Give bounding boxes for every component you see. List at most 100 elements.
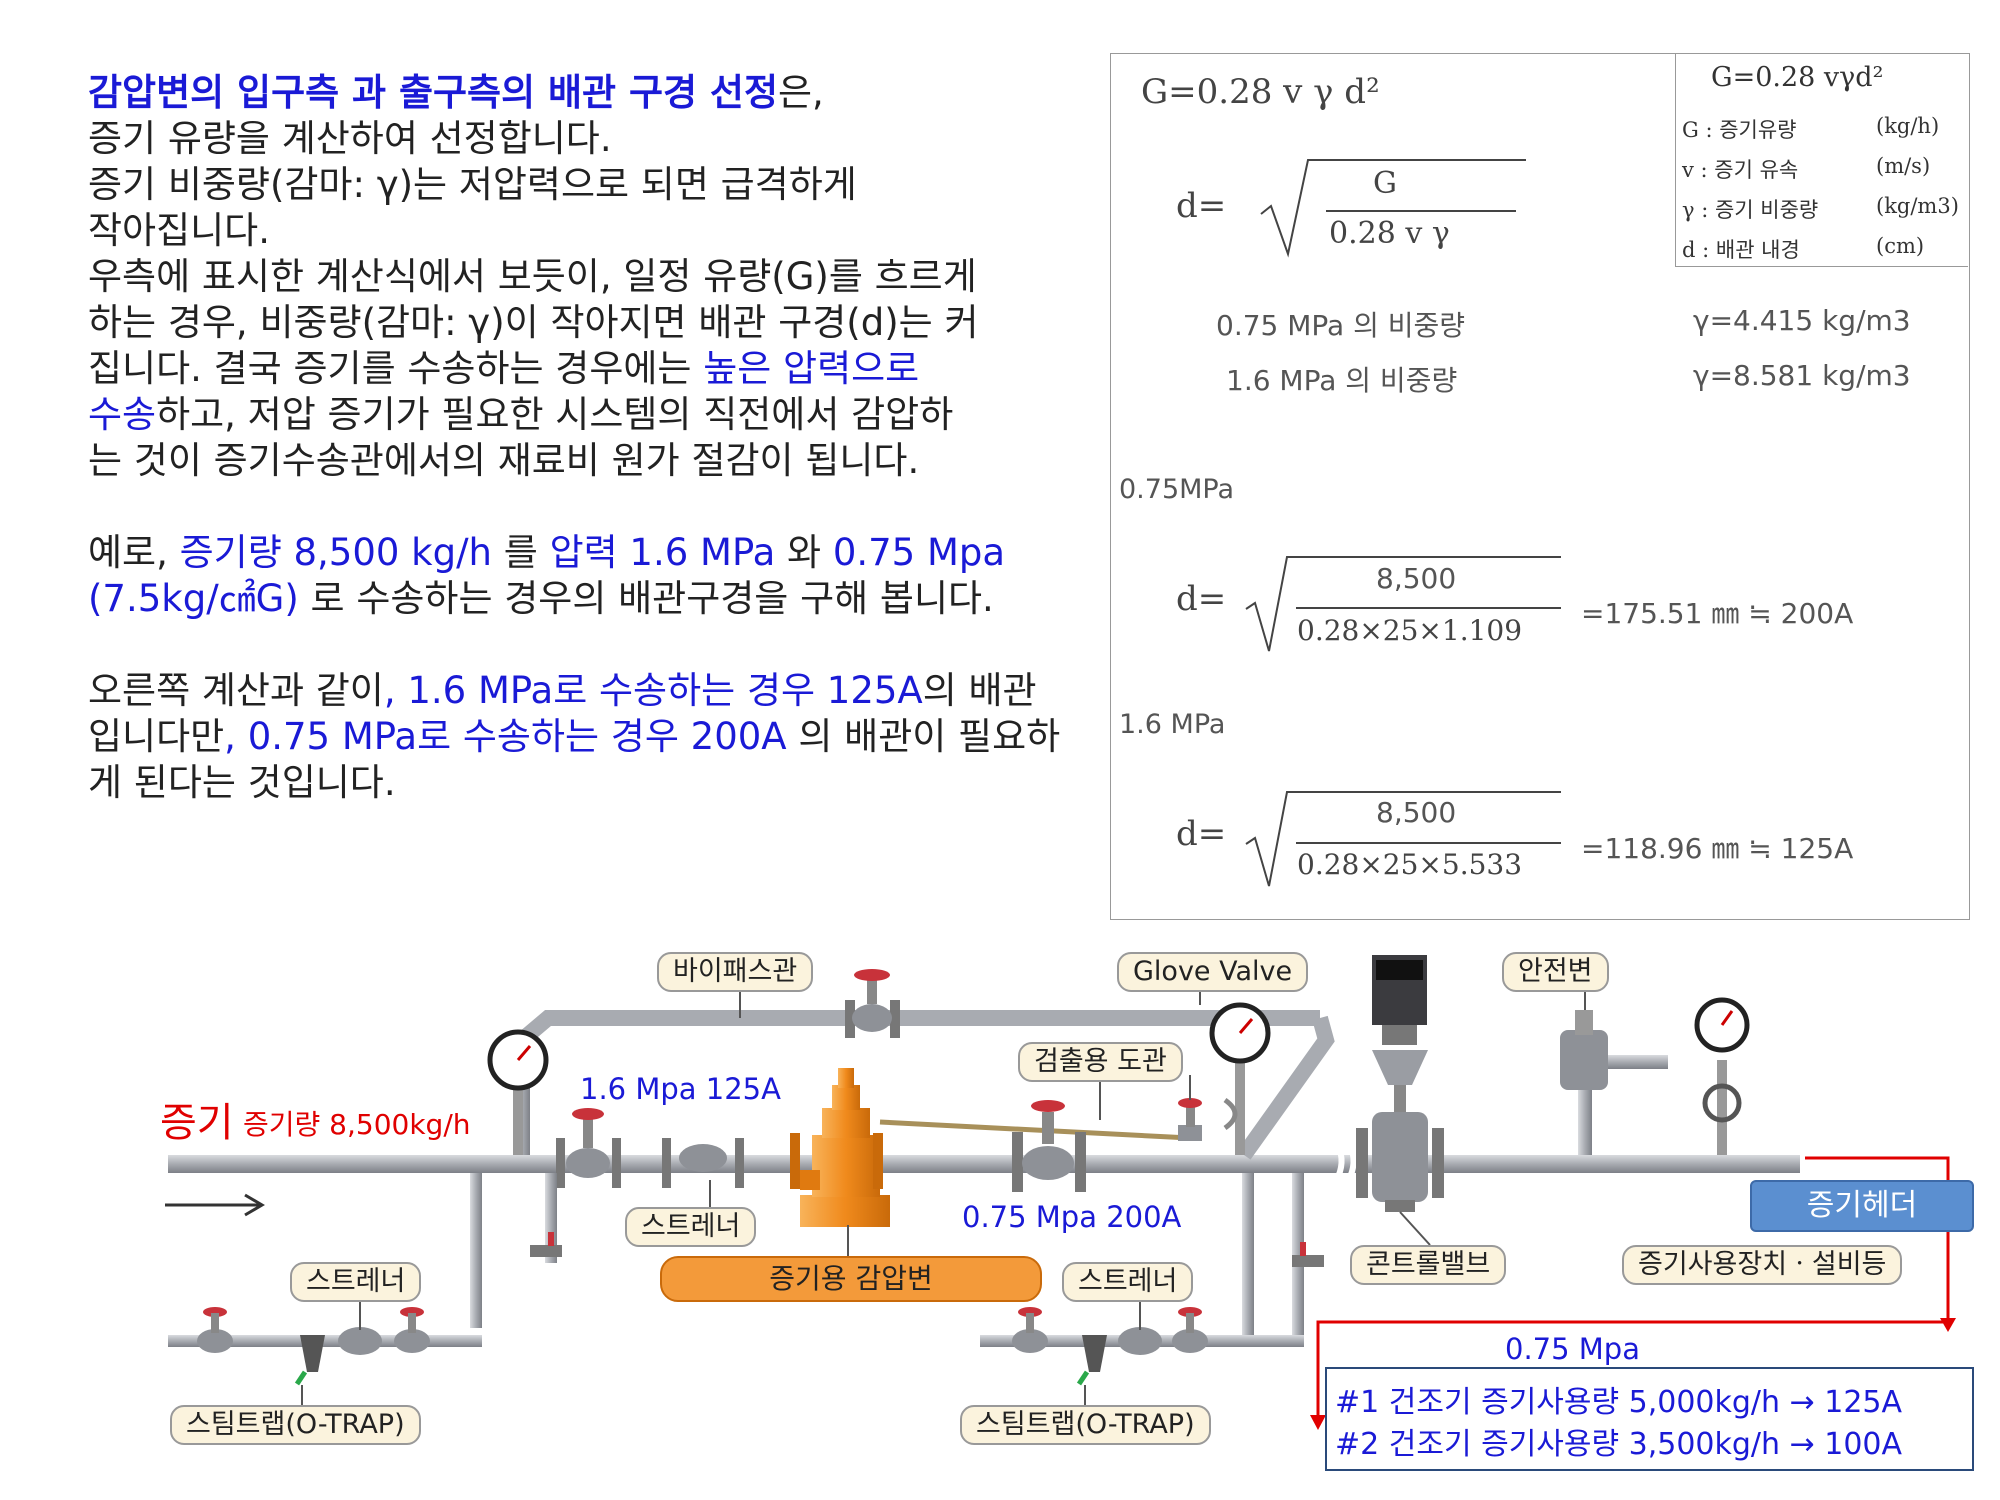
- formula-denominator: 0.28 v γ: [1329, 216, 1450, 251]
- flow-arrow: [165, 1193, 265, 1217]
- text-highlight: 압력 1.6 MPa: [549, 531, 776, 574]
- d-label-075: d=: [1176, 579, 1227, 619]
- conclusion-line-2: 입니다만, 0.75 MPa로 수송하는 경우 200A 의 배관이 필요하: [88, 714, 1108, 760]
- main-pipe: [168, 1155, 1800, 1173]
- text-frag: 오른쪽 계산과 같이: [88, 669, 384, 712]
- label-steam-trap-left: 스팀트랩(O-TRAP): [170, 1405, 421, 1445]
- drain-middle: [980, 1173, 1324, 1386]
- numerator-16: 8,500: [1376, 796, 1457, 829]
- text-line-9: 는 것이 증기수송관에서의 재료비 원가 절감이 됩니다.: [88, 439, 920, 482]
- sqrt-sign-075: [1245, 556, 1561, 652]
- text-frag: 예로,: [88, 531, 180, 574]
- gamma-16-value: γ=8.581 kg/m3: [1693, 359, 1911, 392]
- gamma-16-label: 1.6 MPa 의 비중량: [1226, 364, 1458, 397]
- text-line-2: 증기 유량을 계산하여 선정합니다.: [88, 117, 612, 160]
- text-highlight: 높은 압력으로: [703, 347, 920, 390]
- bypass-valve: [845, 969, 900, 1038]
- pressure-gauge-outlet: [1209, 1002, 1271, 1155]
- numerator-075: 8,500: [1376, 562, 1457, 595]
- text-frag: 입니다만: [88, 715, 225, 758]
- explanation-text: 감압변의 입구측 과 출구측의 배관 구경 선정은, 증기 유량을 계산하여 선…: [88, 70, 1108, 806]
- result-16: =118.96 ㎜ ≒ 125A: [1581, 832, 1854, 865]
- label-strainer-left: 스트레너: [290, 1262, 422, 1302]
- conclusion-line-3: 게 된다는 것입니다.: [88, 761, 396, 804]
- legend-title: G=0.28 vγd²: [1711, 62, 1884, 93]
- text-frag: 하고, 저압 증기가 필요한 시스템의 직전에서 감압하: [156, 393, 954, 436]
- section-075-title: 0.75MPa: [1119, 474, 1235, 505]
- control-valve: [1356, 955, 1444, 1212]
- legend-sym: γ : 증기 비중량: [1682, 198, 1819, 222]
- text-heading: 감압변의 입구측 과 출구측의 배관 구경 선정: [88, 71, 779, 114]
- text-highlight: 수송: [88, 393, 157, 436]
- denominator-075: 0.28×25×1.109: [1297, 614, 1523, 647]
- gamma-075-label: 0.75 MPa 의 비중량: [1216, 309, 1466, 342]
- label-outlet-spec: 0.75 Mpa 200A: [962, 1200, 1182, 1234]
- safety-valve: [1560, 1010, 1668, 1155]
- label-control-valve: 콘트롤밸브: [1350, 1245, 1507, 1285]
- pressure-gauge-header: [1694, 997, 1750, 1155]
- legend-unit: (m/s): [1876, 154, 1931, 178]
- text-frag: 로 수송하는 경우의 배관구경을 구해 봅니다.: [298, 577, 994, 620]
- legend-sym: G : 증기유량: [1682, 118, 1797, 142]
- gamma-075-value: γ=4.415 kg/m3: [1693, 304, 1911, 337]
- text-line-8: 수송하고, 저압 증기가 필요한 시스템의 직전에서 감압하: [88, 392, 1108, 438]
- text-highlight: 증기량 8,500 kg/h: [179, 531, 493, 574]
- label-user-equipment: 증기사용장치ㆍ설비등: [1622, 1245, 1903, 1285]
- g-formula: G=0.28 v γ d²: [1141, 72, 1380, 112]
- label-strainer-main: 스트레너: [625, 1207, 757, 1247]
- text-frag: 의 배관: [922, 669, 1037, 712]
- red-flow-line: [1310, 1156, 1956, 1430]
- sensing-line: [879, 1119, 1191, 1141]
- legend-unit: (cm): [1876, 234, 1925, 258]
- text-highlight: , 0.75 MPa로 수송하는 경우 200A: [224, 715, 787, 758]
- label-steam-flow: 증기량 8,500kg/h: [243, 1108, 471, 1141]
- legend-unit: (kg/m3): [1876, 194, 1959, 218]
- outlet-valve: [1012, 1100, 1086, 1192]
- dryer-1-usage: #1 건조기 증기사용량 5,000kg/h → 125A: [1335, 1385, 1903, 1420]
- text-frag: 를: [492, 531, 550, 574]
- conclusion-line-1: 오른쪽 계산과 같이, 1.6 MPa로 수송하는 경우 125A의 배관: [88, 668, 1108, 714]
- dryer-2-usage: #2 건조기 증기사용량 3,500kg/h → 100A: [1335, 1427, 1903, 1462]
- inlet-strainer: [662, 1138, 744, 1188]
- text-line-3: 증기 비중량(감마: γ)는 저압력으로 되면 급격하게: [88, 163, 857, 206]
- text-highlight: 0.75 Mpa: [832, 531, 1006, 574]
- label-steam-header[interactable]: 증기헤더: [1750, 1180, 1974, 1232]
- dryer-usage-box: #1 건조기 증기사용량 5,000kg/h → 125A #2 건조기 증기사…: [1325, 1367, 1974, 1471]
- label-bypass: 바이패스관: [657, 952, 814, 992]
- text-line-6: 하는 경우, 비중량(감마: γ)이 작아지면 배관 구경(d)는 커: [88, 301, 979, 344]
- text-line-4: 작아집니다.: [88, 209, 270, 252]
- label-steam: 증기: [160, 1100, 234, 1146]
- label-steam-trap-right: 스팀트랩(O-TRAP): [960, 1405, 1211, 1445]
- inlet-valve: [556, 1108, 621, 1188]
- label-safety-valve: 안전변: [1502, 952, 1609, 992]
- glove-valve: [1178, 1097, 1238, 1141]
- example-line-2: (7.5kg/㎠G) 로 수송하는 경우의 배관구경을 구해 봅니다.: [88, 576, 1108, 622]
- denominator-16: 0.28×25×5.533: [1297, 848, 1523, 881]
- sqrt-sign: [1260, 159, 1526, 258]
- formula-panel: G=0.28 v γ d² d= G 0.28 v γ G=0.28 vγd² …: [1110, 53, 1970, 920]
- formula-numerator: G: [1373, 166, 1397, 201]
- sqrt-sign-16: [1245, 791, 1561, 887]
- legend-sym: v : 증기 유속: [1682, 158, 1799, 182]
- label-strainer-right: 스트레너: [1062, 1262, 1194, 1302]
- pipe-break: [1333, 1143, 1357, 1183]
- text-frag: 집니다. 결국 증기를 수송하는 경우에는: [88, 347, 704, 390]
- leader-lines: [301, 990, 1586, 1405]
- text-line-5: 우측에 표시한 계산식에서 보듯이, 일정 유량(G)를 흐르게: [88, 255, 977, 298]
- drain-left: [168, 1173, 562, 1386]
- label-prv: 증기용 감압변: [660, 1256, 1042, 1302]
- label-sensing-line: 검출용 도관: [1018, 1042, 1183, 1082]
- text-highlight: (7.5kg/㎠G): [88, 577, 299, 620]
- d-label-16: d=: [1176, 814, 1227, 854]
- steam-header-text: 증기헤더: [1806, 1188, 1918, 1223]
- text-frag: 의 배관이 필요하: [786, 715, 1061, 758]
- text-highlight: , 1.6 MPa로 수송하는 경우 125A: [383, 669, 923, 712]
- label-glove-valve: Glove Valve: [1117, 952, 1309, 992]
- label-inlet-spec: 1.6 Mpa 125A: [580, 1072, 781, 1106]
- text-frag: 은,: [778, 71, 824, 114]
- section-16-title: 1.6 MPa: [1119, 709, 1226, 740]
- text-line-7: 집니다. 결국 증기를 수송하는 경우에는 높은 압력으로: [88, 346, 1108, 392]
- example-line-1: 예로, 증기량 8,500 kg/h 를 압력 1.6 MPa 와 0.75 M…: [88, 530, 1108, 576]
- legend-unit: (kg/h): [1876, 114, 1940, 138]
- text-line-1: 감압변의 입구측 과 출구측의 배관 구경 선정은,: [88, 70, 1108, 116]
